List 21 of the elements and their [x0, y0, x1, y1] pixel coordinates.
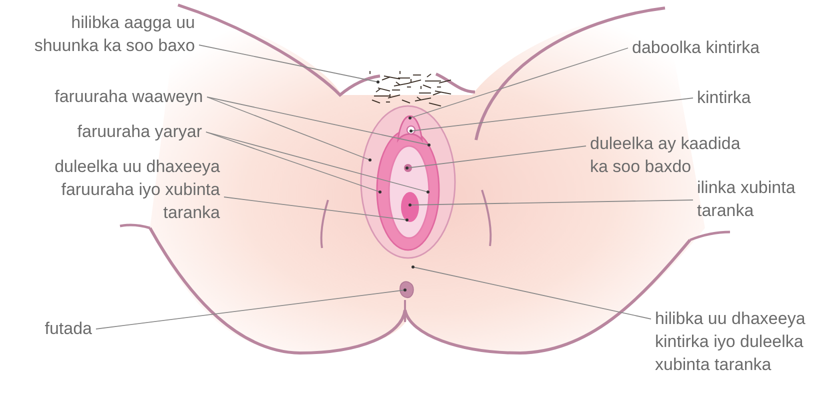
leader-line [206, 132, 382, 194]
part-label: faruuraha yaryar [75, 120, 202, 143]
part-label: daboolka kintirka [632, 36, 762, 59]
leader-line [412, 266, 652, 320]
leader-line [406, 146, 586, 170]
leader-line [408, 48, 628, 120]
part-label: hilibka uu dhaxeeya kintirka iyo duleelka xubinta taranka [655, 307, 808, 376]
leader-line [224, 196, 408, 222]
leader-line [198, 44, 380, 84]
leader-line [96, 288, 406, 330]
part-label: duleelka uu dhaxeeya faruuraha iyo xubinta taranka [52, 155, 220, 224]
leader-line [206, 132, 430, 194]
leader-line [408, 200, 694, 206]
part-label: hilibka aagga uu shuunka ka soo baxo [32, 11, 195, 57]
leader-line [410, 98, 694, 132]
part-label: kintirka [697, 86, 753, 109]
part-label: faruuraha waaweyn [52, 85, 203, 108]
part-label: ilinka xubinta taranka [697, 176, 798, 222]
leader-line [206, 96, 372, 162]
leader-line [206, 96, 430, 146]
part-label: futada [42, 317, 92, 340]
